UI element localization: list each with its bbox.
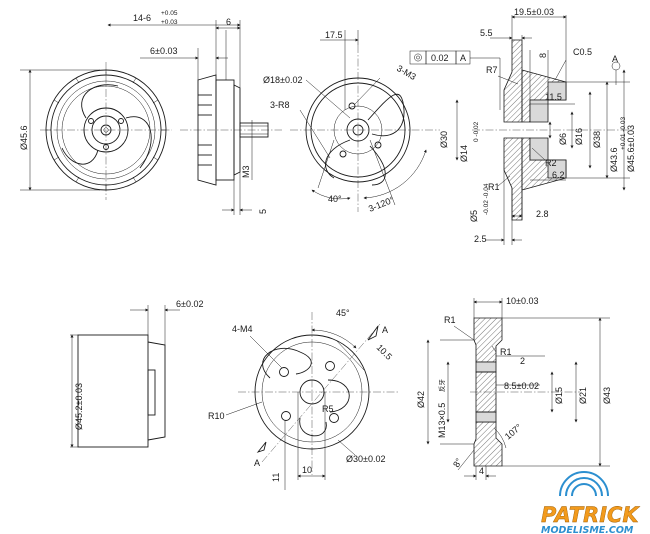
bottom-side-view: 6±0.02 Ø45.2±0.03: [70, 299, 203, 448]
sec-8: 8: [538, 53, 548, 58]
gdt-value: 0.02: [431, 53, 449, 63]
bot-sec-107: 107°: [503, 422, 524, 442]
bot-side-6: 6±0.02: [176, 299, 203, 309]
bot-sec-8-5: 8.5±0.02: [504, 381, 539, 391]
top-back-30: Ø30: [439, 131, 449, 148]
top-side-14-tol-dn: +0.03: [161, 19, 178, 26]
top-front-view: Ø45.6: [19, 62, 172, 200]
sec-5-tol: -0.02 -0.04: [483, 183, 490, 215]
sec-19-5: 19.5±0.03: [514, 7, 554, 17]
sec-2-8: 2.8: [536, 209, 549, 219]
bot-sec-r1a: R1: [444, 315, 456, 325]
top-side-5: 5: [258, 209, 268, 214]
bot-sec-2: 2: [520, 356, 525, 366]
datum-a: A: [612, 54, 618, 64]
brand-line1: PATRICK: [541, 503, 640, 527]
sec-5-5: 5.5: [480, 28, 493, 38]
sec-5: Ø5: [469, 210, 479, 222]
bot-front-r10: R10: [208, 411, 225, 421]
sec-16: Ø16: [574, 128, 584, 145]
top-back-3m3: 3-M3: [395, 63, 418, 82]
top-back-18: Ø18±0.02: [263, 75, 302, 85]
top-side-14-tol-up: +0.05: [161, 10, 178, 17]
bot-sec-43: Ø43: [602, 387, 612, 404]
bottom-section-view: 10±0.03 R1 R1 2 8.5±0.02 Ø42 M13×0.5 反牙 …: [416, 296, 612, 480]
bot-sec-21: Ø21: [578, 387, 588, 404]
bot-front-r5: R5: [322, 404, 334, 414]
bot-front-a2: A: [254, 458, 260, 468]
top-back-17-5: 17.5: [325, 30, 343, 40]
sec-43: Ø43.6: [609, 147, 619, 172]
sec-6-2: 6.2: [552, 170, 565, 180]
brand-line2: MODELISME.COM: [541, 525, 634, 534]
sec-38: Ø38: [592, 131, 602, 148]
bot-front-a1: A: [382, 325, 388, 335]
top-back-view: 17.5 Ø18±0.02 3-M3 3-R8 40° 3-120° Ø30: [263, 30, 449, 214]
top-side-m3: M3: [241, 165, 251, 178]
bot-sec-42: Ø42: [416, 391, 426, 408]
sec-14: Ø14: [459, 145, 469, 162]
bot-front-11: 11: [271, 473, 281, 482]
bot-front-10-5: 10.5: [375, 342, 394, 361]
bot-front-45: 45°: [336, 308, 350, 318]
sec-r2: R2: [545, 158, 557, 168]
sec-11-5: 11.5: [545, 92, 562, 102]
bot-sec-10: 10±0.03: [506, 296, 538, 306]
bot-front-4m4: 4-M4: [232, 324, 253, 334]
sec-6: Ø6: [558, 133, 568, 145]
top-section-view: 19.5±0.03 5.5 8 C0.5 0.02 A A R7 11.5 Ø1…: [409, 7, 636, 245]
bot-sec-8deg: 8°: [451, 456, 464, 469]
top-front-dia: Ø45.6: [19, 125, 29, 150]
bot-sec-4: 4: [479, 466, 484, 476]
bot-sec-m13-suffix: 反牙: [437, 379, 446, 393]
bot-front-30: Ø30±0.02: [346, 454, 385, 464]
top-back-40: 40°: [328, 194, 342, 204]
bottom-front-view: 4-M4 45° A 10.5 R10 R5 A 11 10 Ø30±0.02: [208, 308, 400, 490]
bot-side-45: Ø45.2±0.03: [74, 383, 84, 430]
bot-sec-15: Ø15: [554, 387, 564, 404]
sec-r1: R1: [488, 182, 500, 192]
bot-sec-m13: M13×0.5: [437, 403, 447, 438]
bot-sec-r1b: R1: [500, 347, 512, 357]
sec-14-tol: 0 -0.02: [473, 121, 480, 142]
top-side-view: 14-6 +0.05 +0.03 6 6±0.03 M3 5: [107, 10, 282, 215]
sec-45: Ø45.6±0.03: [626, 125, 636, 172]
gdt-ref: A: [460, 53, 466, 63]
sec-c05: C0.5: [573, 47, 592, 57]
top-side-6-tol: 6±0.03: [150, 46, 177, 56]
brand-logo: PATRICK MODELISME.COM: [541, 471, 641, 534]
top-back-3r8: 3-R8: [270, 100, 290, 110]
bot-front-10: 10: [302, 465, 312, 475]
top-side-14: 14-6: [133, 13, 151, 23]
top-side-6: 6: [226, 17, 231, 27]
sec-r7: R7: [486, 65, 498, 75]
sec-2-5: 2.5: [474, 234, 487, 244]
